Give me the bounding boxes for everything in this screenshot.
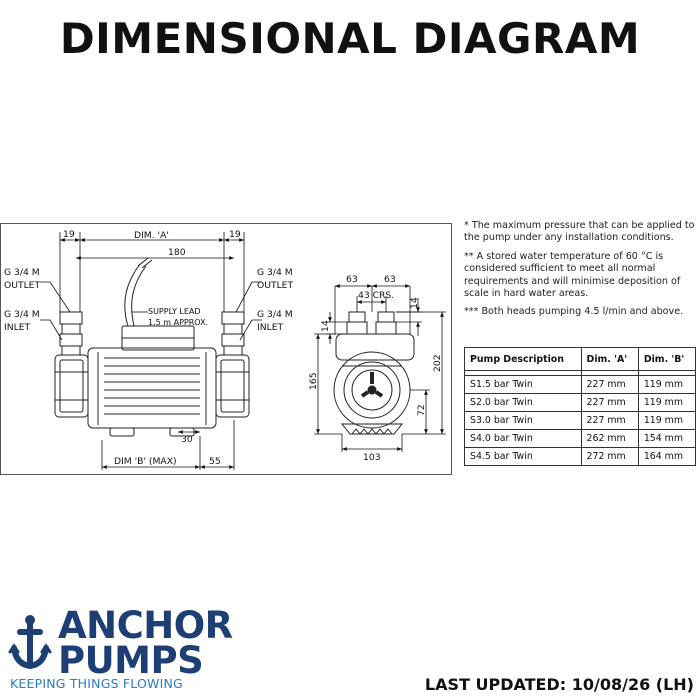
cell-description: S4.0 bar Twin (464, 429, 582, 448)
dim-14-top: 14 (409, 297, 420, 309)
dim-63-right: 63 (384, 274, 396, 285)
cell-description: S4.5 bar Twin (464, 447, 582, 466)
note-heads-pumping: *** Both heads pumping 4.5 l/min and abo… (464, 306, 684, 318)
brand-name: ANCHOR PUMPS (58, 604, 233, 682)
dim-63-left: 63 (346, 274, 358, 285)
dim-b-label: DIM 'B' (MAX) (114, 456, 177, 467)
cell-dim-b: 119 mm (637, 411, 697, 430)
dim-202: 202 (432, 354, 443, 372)
supply-lead-label: SUPPLY LEAD (148, 307, 201, 316)
cell-dim-b: 164 mm (637, 447, 697, 466)
end-view-dimensions (314, 284, 446, 452)
cell-dim-a: 262 mm (580, 429, 639, 448)
notes-panel: * The maximum pressure that can be appli… (464, 220, 696, 325)
outlet-left-size: G 3/4 M (4, 267, 40, 278)
col-pump-description: Pump Description (464, 347, 582, 371)
col-dim-b: Dim. 'B' (637, 347, 697, 371)
dim-30: 30 (181, 434, 193, 445)
outlet-left-label: OUTLET (4, 280, 40, 291)
dim-103: 103 (363, 452, 381, 463)
cell-dim-a: 227 mm (580, 393, 639, 412)
cell-description: S3.0 bar Twin (464, 411, 582, 430)
supply-lead-length: 1.5 m APPROX. (148, 318, 208, 327)
note-max-pressure: * The maximum pressure that can be appli… (464, 220, 695, 244)
dim-165: 165 (308, 372, 319, 390)
cell-dim-b: 119 mm (637, 393, 697, 412)
cell-dim-a: 227 mm (580, 375, 639, 394)
cell-dim-b: 119 mm (637, 375, 697, 394)
cell-description: S2.0 bar Twin (464, 393, 582, 412)
cell-description: S1.5 bar Twin (464, 375, 582, 394)
table-row: S2.0 bar Twin 227 mm 119 mm (464, 393, 697, 412)
dim-72: 72 (416, 404, 427, 416)
outlet-right-size: G 3/4 M (257, 267, 293, 278)
dim-19-left: 19 (63, 229, 75, 240)
inlet-left-label: INLET (4, 322, 31, 333)
table-header-row: Pump Description Dim. 'A' Dim. 'B' (464, 347, 697, 371)
dim-a-label: DIM. 'A' (134, 230, 169, 241)
cell-dim-b: 154 mm (637, 429, 697, 448)
brand-logo: ANCHOR PUMPS KEEPING THINGS FLOWING (10, 606, 250, 691)
table-row: S4.0 bar Twin 262 mm 154 mm (464, 429, 697, 448)
dimensions-table: Pump Description Dim. 'A' Dim. 'B' S1.5 … (464, 347, 697, 466)
col-dim-a: Dim. 'A' (580, 347, 639, 371)
cell-dim-a: 272 mm (580, 447, 639, 466)
table-row: S3.0 bar Twin 227 mm 119 mm (464, 411, 697, 430)
page-title: DIMENSIONAL DIAGRAM (59, 14, 641, 63)
brand-name-line1: ANCHOR (58, 604, 233, 647)
last-updated: LAST UPDATED: 10/08/26 (LH) (424, 675, 694, 694)
dim-55: 55 (209, 456, 221, 467)
end-view-pump (333, 311, 415, 435)
inlet-right-size: G 3/4 M (257, 309, 293, 320)
outlet-right-label: OUTLET (257, 280, 293, 291)
dim-43-crs: 43 CRS. (358, 290, 394, 301)
inlet-left-size: G 3/4 M (4, 309, 40, 320)
brand-tagline: KEEPING THINGS FLOWING (10, 676, 183, 691)
anchor-icon (8, 615, 52, 670)
cell-dim-a: 227 mm (580, 411, 639, 430)
dim-14-left: 14 (320, 320, 331, 332)
table-row: S4.5 bar Twin 272 mm 164 mm (464, 447, 697, 466)
note-water-temperature: ** A stored water temperature of 60 °C i… (464, 250, 681, 300)
side-view-pump (54, 257, 250, 437)
table-row: S1.5 bar Twin 227 mm 119 mm (464, 375, 697, 394)
drawing-frame (0, 223, 452, 475)
brand-name-line2: PUMPS (58, 639, 204, 682)
dim-19-right: 19 (229, 229, 241, 240)
inlet-right-label: INLET (257, 322, 284, 333)
dim-180: 180 (168, 247, 186, 258)
side-view-dimensions (40, 232, 262, 470)
